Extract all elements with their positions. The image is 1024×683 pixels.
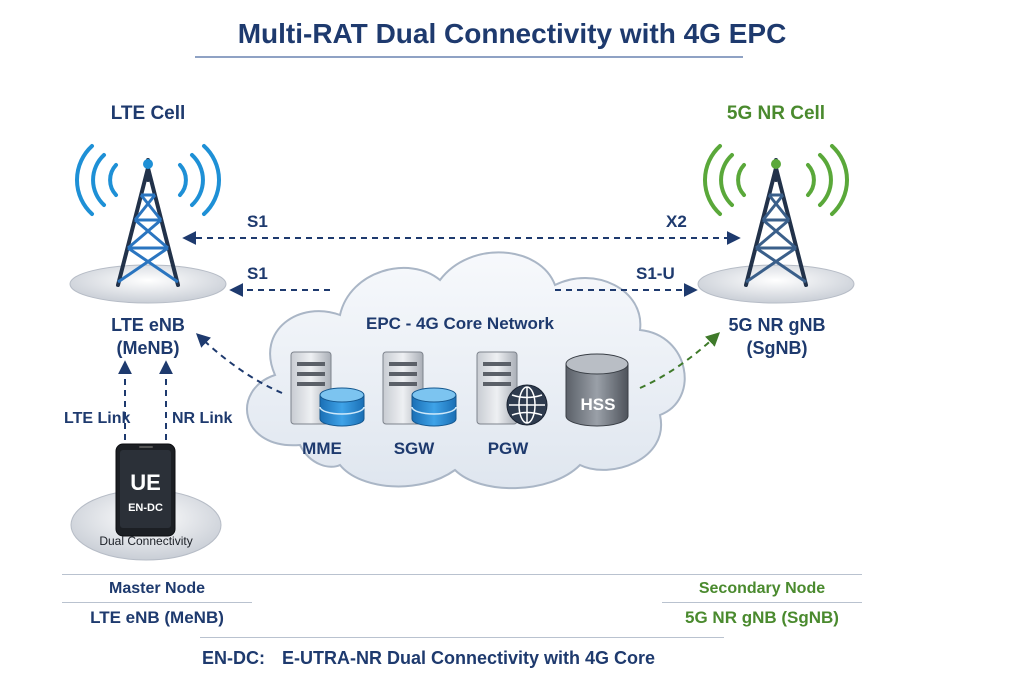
menb-label: (MeNB) [116, 338, 180, 358]
x2-label: X2 [666, 212, 687, 231]
nr-cell-heading: 5G NR Cell [726, 103, 826, 124]
en-dc-badge: EN-DC [128, 502, 163, 514]
title-underline [195, 56, 743, 58]
nr-platform [697, 264, 855, 304]
epc-label: EPC - 4G Core Network [366, 314, 554, 333]
footer-rule-top [62, 574, 862, 575]
pgw-label: PGW [487, 439, 529, 458]
server-database-icon [382, 351, 457, 427]
footer-rule-left [62, 602, 252, 603]
lte-cell-heading: LTE Cell [110, 103, 186, 124]
s1u-label: S1-U [636, 264, 675, 283]
ue-caption: Dual Connectivity [99, 534, 193, 548]
hss-to-sgnb-link [639, 332, 721, 389]
server-database-icon [290, 351, 365, 427]
s1-mid-label: S1 [247, 264, 268, 283]
database-cylinder-icon [565, 353, 629, 427]
en-dc-definition: E-UTRA-NR Dual Connectivity with 4G Core [282, 648, 656, 668]
en-dc-term: EN-DC: [202, 648, 265, 668]
nr-tower-icon [702, 144, 850, 287]
lte-link-label: LTE Link [64, 410, 131, 427]
master-node-heading: Master Node [108, 580, 206, 597]
s1-top-label: S1 [247, 212, 268, 231]
ue-label: UE [130, 470, 161, 495]
mme-label: MME [302, 439, 342, 458]
sgnb-label: (SgNB) [746, 338, 808, 358]
epc-cloud [246, 251, 686, 490]
secondary-node-heading: Secondary Node [698, 580, 826, 597]
sgw-label: SGW [393, 439, 435, 458]
ue-phone-icon [115, 443, 176, 537]
nr-link-label: NR Link [172, 410, 233, 427]
mme-to-menb-link [195, 333, 283, 394]
lte-enb-label: LTE eNB [111, 315, 185, 335]
footer-rule-bottom [200, 637, 724, 638]
nr-gnb-label: 5G NR gNB [728, 315, 826, 335]
diagram-title: Multi-RAT Dual Connectivity with 4G EPC [237, 18, 787, 49]
master-node-value: LTE eNB (MeNB) [90, 608, 224, 627]
secondary-node-value: 5G NR gNB (SgNB) [685, 608, 839, 627]
footer-rule-right [662, 602, 862, 603]
hss-label: HSS [580, 395, 616, 414]
server-globe-icon [476, 351, 548, 426]
lte-platform [69, 264, 227, 304]
lte-tower-icon [74, 144, 222, 287]
